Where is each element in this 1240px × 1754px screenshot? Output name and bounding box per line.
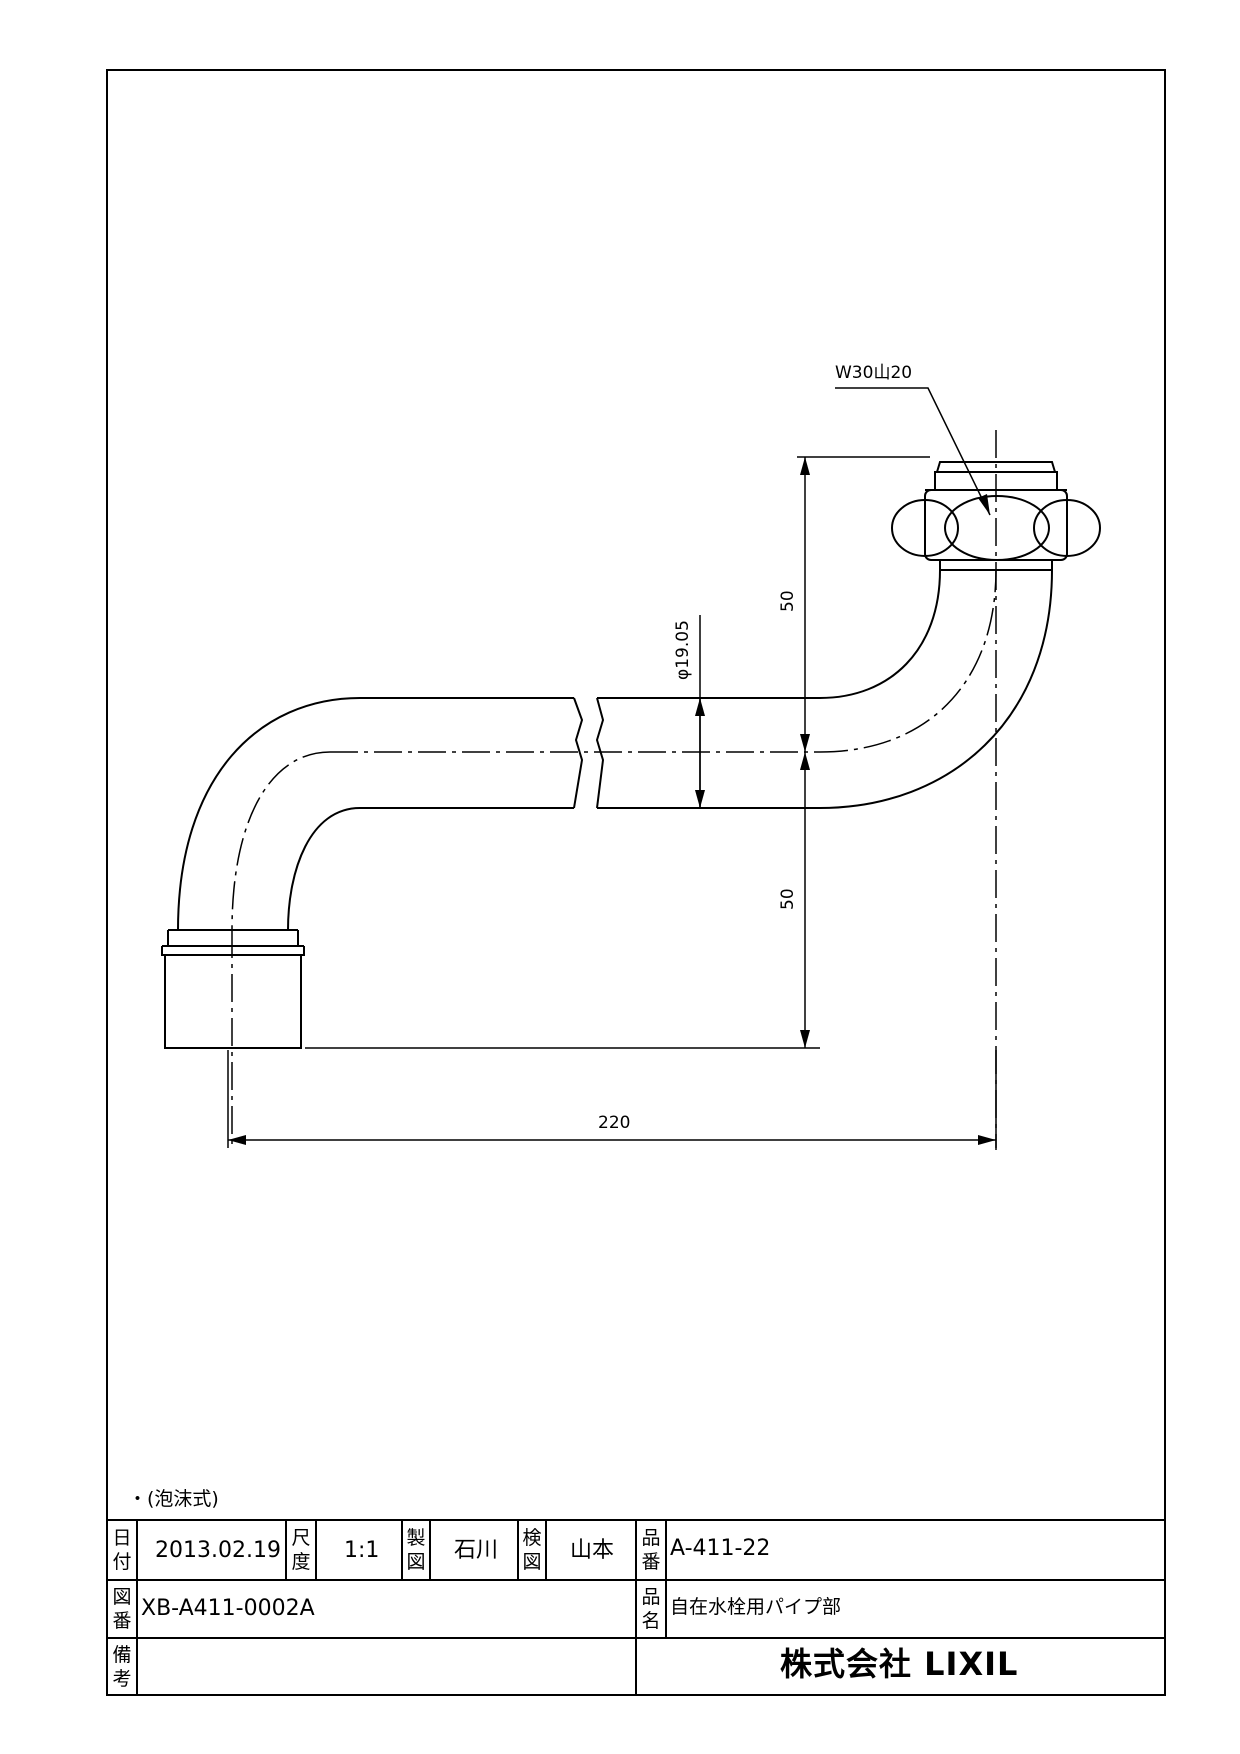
part-no-value: A-411-22 (670, 1536, 771, 1561)
drawing-no-label: 図番 (112, 1586, 132, 1632)
drawing-no-value: XB-A411-0002A (141, 1596, 315, 1621)
checker-label: 検図 (522, 1527, 542, 1573)
part-no-label: 品番 (641, 1527, 661, 1573)
drafter-value: 石川 (454, 1538, 499, 1563)
scale-value: 1:1 (344, 1538, 380, 1563)
date-value: 2013.02.19 (155, 1538, 281, 1563)
pipe-drawing (161, 461, 1101, 1049)
dim-upper-50: 50 (778, 590, 798, 612)
dim-diameter: φ19.05 (673, 620, 693, 680)
scale-label: 尺度 (291, 1527, 311, 1573)
dimensions (227, 387, 997, 1148)
note-foam-type: ・(泡沫式) (128, 1488, 219, 1510)
centerlines (231, 430, 997, 1150)
dim-width-220: 220 (598, 1113, 630, 1133)
drafter-label: 製図 (406, 1527, 426, 1573)
arrowheads (228, 457, 996, 1145)
remarks-label: 備考 (112, 1644, 132, 1690)
thread-spec-label: W30山20 (835, 363, 912, 383)
part-name-value: 自在水栓用パイプ部 (670, 1596, 842, 1618)
title-block-grid (107, 1519, 1165, 1695)
date-label: 日付 (112, 1527, 132, 1573)
sheet-frame (106, 69, 1166, 1696)
part-name-label: 品名 (641, 1586, 661, 1632)
company-logo-text: 株式会社 LIXIL (780, 1645, 1019, 1683)
dim-lower-50: 50 (778, 888, 798, 910)
checker-value: 山本 (570, 1538, 615, 1563)
